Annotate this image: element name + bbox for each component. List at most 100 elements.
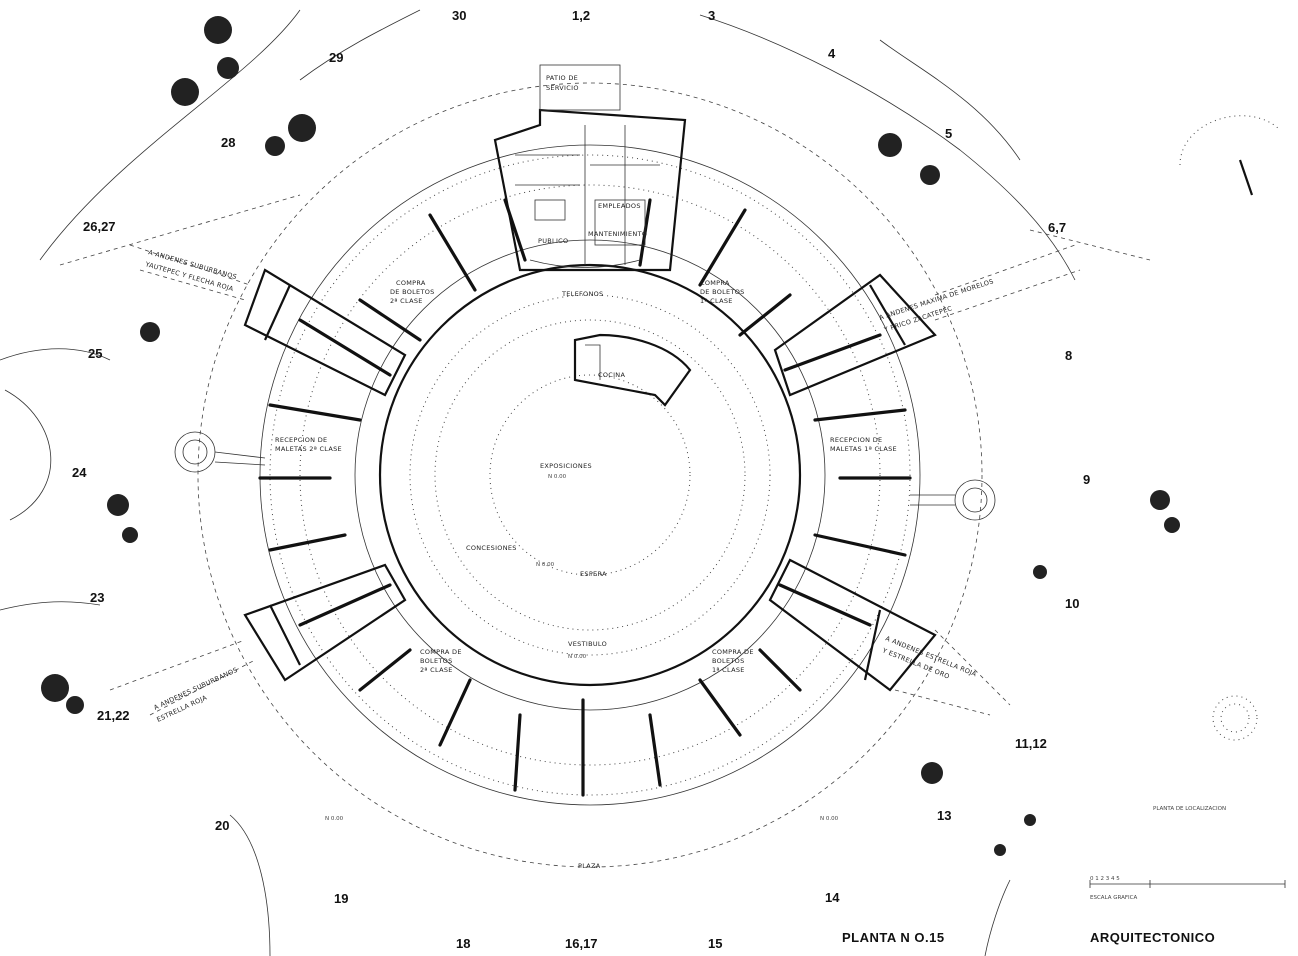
plaza-level-west: N 0.00 bbox=[325, 816, 344, 822]
tree-icon bbox=[122, 527, 138, 543]
tree-icon bbox=[1024, 814, 1036, 826]
telefonos-label: TELEFONOS bbox=[561, 290, 603, 298]
legend: PLANTA DE LOCALIZACION 0 1 2 3 4 5 ESCAL… bbox=[842, 806, 1226, 945]
tree-icon bbox=[107, 494, 129, 516]
gate-label: 15 bbox=[708, 936, 722, 951]
gate-label: 18 bbox=[456, 936, 470, 951]
lobby-label: VESTIBULO bbox=[568, 640, 607, 648]
gate-label: 14 bbox=[825, 890, 840, 905]
plaza-level-east: N 0.00 bbox=[820, 816, 839, 822]
publico-label: PUBLICO bbox=[538, 237, 568, 245]
baggage-2nd-label: MALETAS 2ª CLASE bbox=[275, 445, 342, 453]
ticket-1st-se-label: BOLETOS bbox=[712, 657, 745, 665]
gate-label: 26,27 bbox=[83, 219, 116, 234]
gate-label: 8 bbox=[1065, 348, 1072, 363]
patio-label: PATIO DE bbox=[546, 74, 578, 82]
plaza-label: PLAZA bbox=[578, 862, 601, 870]
service-block bbox=[493, 64, 687, 272]
empleados-label: EMPLEADOS bbox=[598, 202, 641, 210]
lobby-level: N 0.00 bbox=[568, 654, 587, 660]
tree-icon bbox=[920, 165, 940, 185]
gate-label: 19 bbox=[334, 891, 348, 906]
tree-icon bbox=[1033, 565, 1047, 579]
gate-label: 29 bbox=[329, 50, 343, 65]
wing-northeast bbox=[773, 273, 937, 397]
ticket-2nd-sw-label: BOLETOS bbox=[420, 657, 453, 665]
gate-label: 5 bbox=[945, 126, 952, 141]
gate-label: 9 bbox=[1083, 472, 1090, 487]
ticket-2nd-sw-label: 2ª CLASE bbox=[420, 666, 453, 674]
concessions-label: CONCESIONES bbox=[466, 544, 517, 552]
tree-icon bbox=[204, 16, 232, 44]
tree-icon bbox=[265, 136, 285, 156]
gate-label: 3 bbox=[708, 8, 715, 23]
plan-subtitle: ARQUITECTONICO bbox=[1090, 930, 1215, 945]
ticket-1st-se-label: 1ª CLASE bbox=[712, 666, 745, 674]
ticket-2nd-nw-label: DE BOLETOS bbox=[390, 288, 435, 296]
tree-icon bbox=[878, 133, 902, 157]
gate-numbers: 1,2 3 4 5 6,7 8 9 10 11,12 13 14 15 16,1… bbox=[72, 8, 1090, 951]
gate-label: 6,7 bbox=[1048, 220, 1066, 235]
mantenimiento-label: MANTENIMIENTO bbox=[588, 230, 647, 238]
kitchen-label: COCINA bbox=[598, 371, 625, 379]
gate-label: 20 bbox=[215, 818, 229, 833]
baggage-1st-label: MALETAS 1ª CLASE bbox=[830, 445, 897, 453]
waiting-label: ESPERA bbox=[580, 570, 607, 578]
tree-icon bbox=[1164, 517, 1180, 533]
gate-label: 16,17 bbox=[565, 936, 598, 951]
baggage-1st-label: RECEPCION DE bbox=[830, 436, 882, 444]
exhibitions-label: EXPOSICIONES bbox=[540, 462, 592, 470]
gate-label: 10 bbox=[1065, 596, 1079, 611]
tree-icon bbox=[217, 57, 239, 79]
tree-icon bbox=[994, 844, 1006, 856]
gate-label: 13 bbox=[937, 808, 951, 823]
gate-label: 28 bbox=[221, 135, 235, 150]
site-roads bbox=[0, 9, 1151, 956]
patio-label: SERVICIO bbox=[546, 84, 579, 92]
platform-wings bbox=[243, 268, 937, 692]
baggage-2nd-label: RECEPCION DE bbox=[275, 436, 327, 444]
ticket-1st-ne-label: 1ª CLASE bbox=[700, 297, 733, 305]
gate-label: 1,2 bbox=[572, 8, 590, 23]
location-plan bbox=[1179, 115, 1281, 741]
ticket-1st-ne-label: COMPRA bbox=[700, 279, 730, 287]
location-plan-label: PLANTA DE LOCALIZACION bbox=[1153, 806, 1226, 812]
gate-label: 11,12 bbox=[1015, 736, 1047, 751]
bay-east bbox=[910, 479, 996, 521]
scale-label: ESCALA GRAFICA bbox=[1090, 895, 1138, 901]
gate-label: 4 bbox=[828, 46, 836, 61]
building-rings bbox=[197, 82, 983, 868]
wing-southeast bbox=[768, 558, 937, 692]
tree-icon bbox=[288, 114, 316, 142]
gate-label: 21,22 bbox=[97, 708, 130, 723]
bay-west bbox=[174, 431, 266, 473]
scale-numbers: 0 1 2 3 4 5 bbox=[1090, 876, 1120, 882]
tree-icon bbox=[1150, 490, 1170, 510]
tree-icon bbox=[41, 674, 69, 702]
trees bbox=[41, 16, 1180, 856]
gate-label: 30 bbox=[452, 8, 466, 23]
plan-title: PLANTA N O.15 bbox=[842, 930, 945, 945]
ticket-1st-se-label: COMPRA DE bbox=[712, 648, 754, 656]
exhibitions-level: N 0.00 bbox=[548, 474, 567, 480]
wing-southwest bbox=[243, 563, 407, 682]
gate-label: 23 bbox=[90, 590, 104, 605]
tree-icon bbox=[140, 322, 160, 342]
ticket-1st-ne-label: DE BOLETOS bbox=[700, 288, 745, 296]
waiting-level: N 0.00 bbox=[536, 562, 555, 568]
bus-lanes bbox=[109, 244, 1081, 716]
radial-walls bbox=[258, 198, 912, 797]
ticket-2nd-nw-label: COMPRA bbox=[396, 279, 426, 287]
wing-northwest bbox=[243, 268, 407, 397]
kitchen-block bbox=[573, 333, 692, 407]
tree-icon bbox=[921, 762, 943, 784]
graphic-scale bbox=[1089, 880, 1286, 888]
gate-label: 25 bbox=[88, 346, 102, 361]
ticket-2nd-sw-label: COMPRA DE bbox=[420, 648, 462, 656]
tree-icon bbox=[66, 696, 84, 714]
ticket-2nd-nw-label: 2ª CLASE bbox=[390, 297, 423, 305]
gate-label: 24 bbox=[72, 465, 87, 480]
tree-icon bbox=[171, 78, 199, 106]
